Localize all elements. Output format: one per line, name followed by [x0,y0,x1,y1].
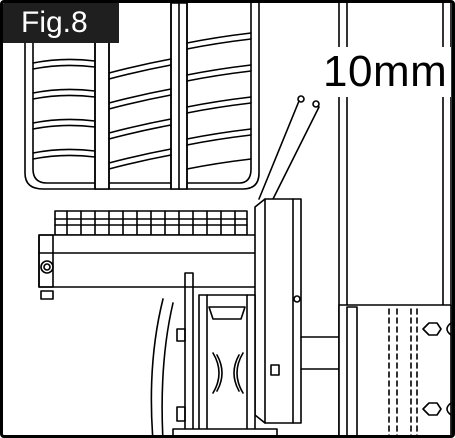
column-bracket [300,304,452,435]
lower-arm [38,198,302,424]
dimension-callout: 10mm [319,47,452,97]
mechanical-drawing [24,3,452,435]
pusher-arm [258,95,320,204]
shaft-assembly [150,272,278,435]
figure-number-label: Fig.8 [3,3,119,43]
tire-tread [24,3,260,190]
